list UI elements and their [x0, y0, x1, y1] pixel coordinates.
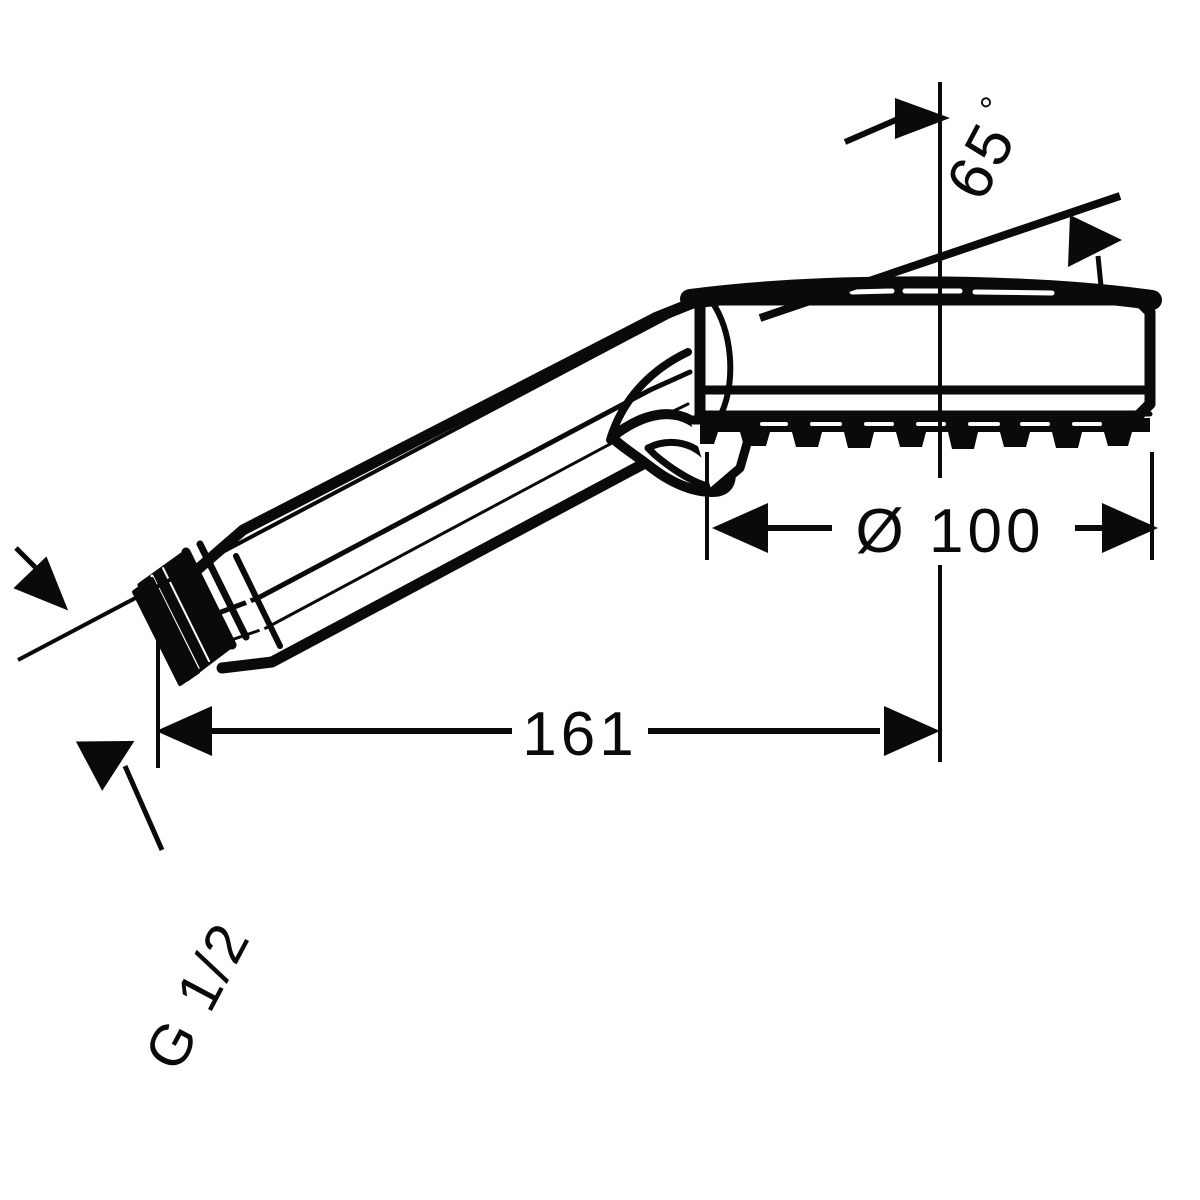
dim-label-overall-length: 161 — [522, 700, 637, 769]
arrowhead-angle-right — [1068, 215, 1122, 267]
dimension-overall-length: 161 — [156, 700, 940, 769]
arrowhead-length-right — [884, 706, 940, 756]
arrowhead-thread — [75, 740, 135, 791]
arrowhead-length-left — [156, 706, 212, 756]
extension-lines — [156, 452, 1154, 768]
arrowhead-angle-left — [895, 98, 950, 139]
arrowhead-axis-upper — [13, 556, 69, 611]
arrowhead-diameter-left — [712, 503, 768, 553]
arrowhead-diameter-right — [1102, 503, 1158, 553]
spray-head-disc — [654, 276, 1162, 449]
angle-reference-ray — [758, 192, 1122, 322]
dim-label-head-diameter: Ø 100 — [856, 497, 1045, 566]
dimension-head-diameter: Ø 100 — [712, 497, 1158, 566]
handle-axis-line — [17, 298, 701, 662]
product-hand-shower — [132, 276, 1162, 686]
